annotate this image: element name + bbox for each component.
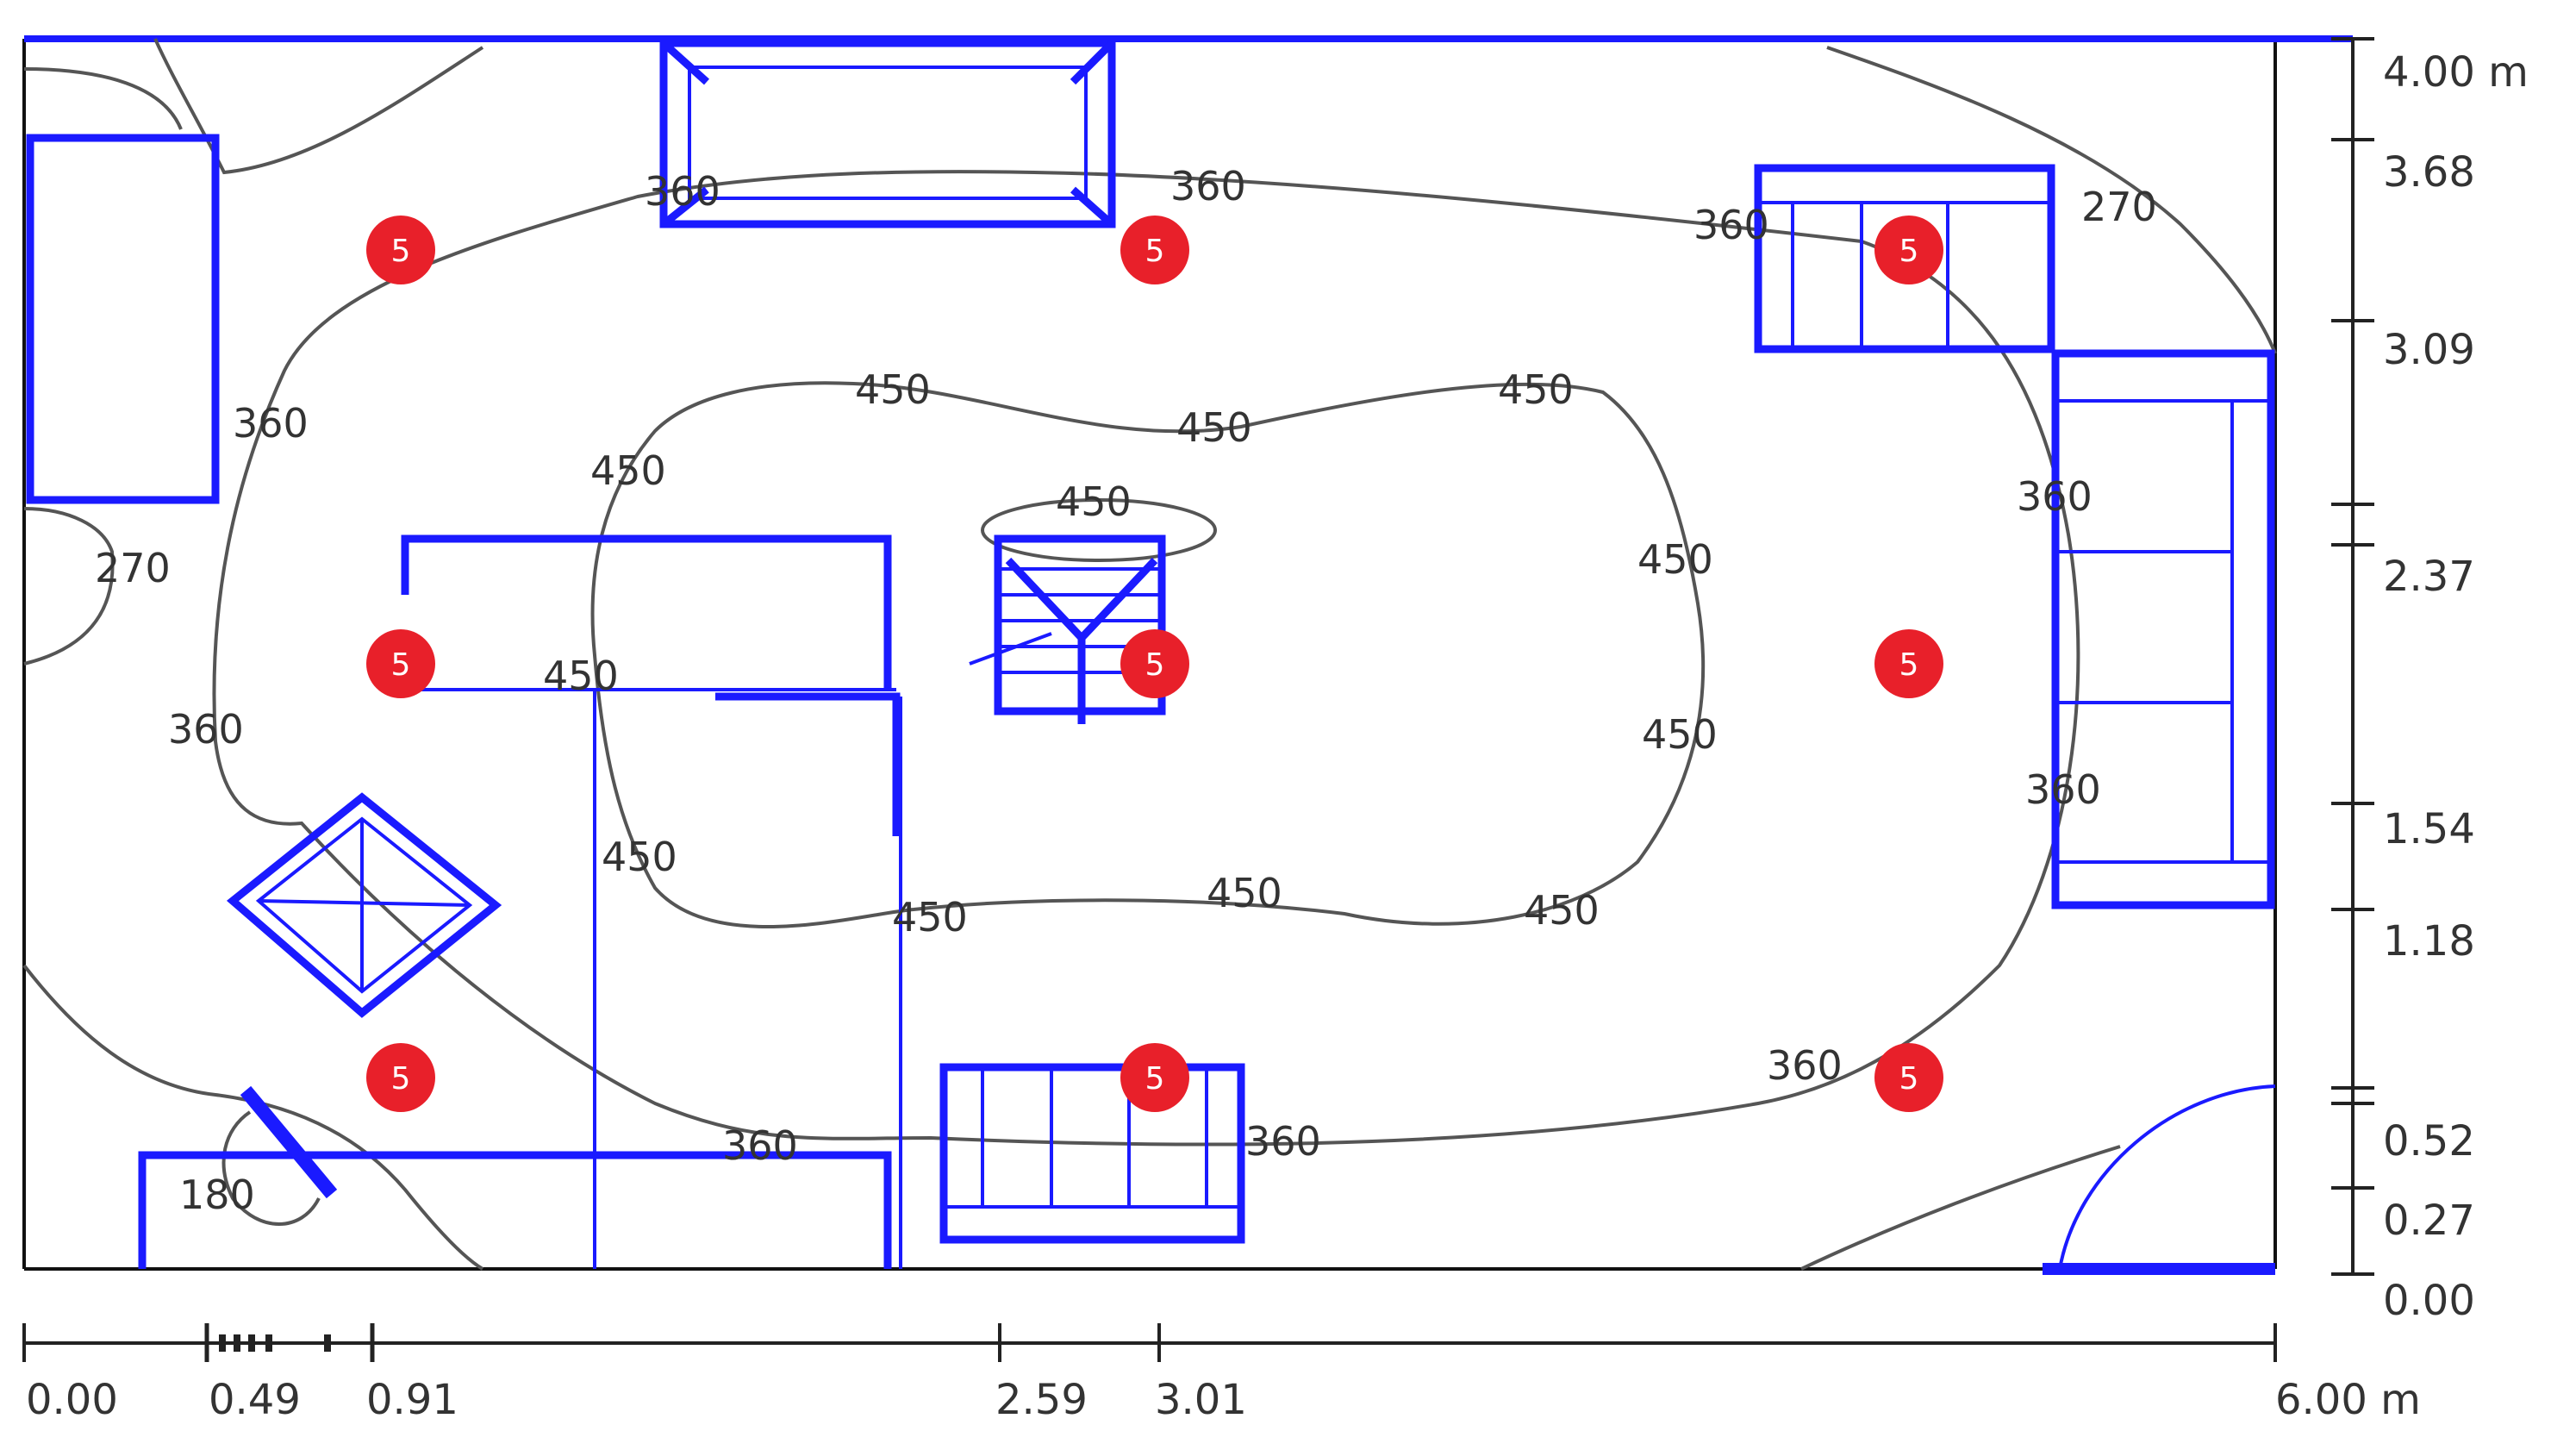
sofa-right [2051,349,2275,909]
iso-label: 360 [168,706,244,753]
center-table [969,534,1166,724]
door [2043,1084,2276,1275]
sideboard [659,39,1116,228]
scale-y-tick: 3.68 [2383,148,2475,197]
luminaire-marker-label: 5 [391,647,411,683]
scale-x-tick: 0.00 [26,1376,118,1424]
scale-x-tick: 3.01 [1155,1376,1247,1424]
iso-label: 360 [1245,1118,1321,1165]
sofa-top-right [1754,164,2055,353]
low-cabinet [138,1151,892,1269]
isoline-360-outer [212,170,2080,1147]
luminaire-marker-label: 5 [1899,647,1919,683]
iso-label: 360 [1767,1042,1843,1089]
iso-label: 180 [179,1172,255,1218]
isoline-180 [221,1110,321,1226]
iso-label: 360 [2025,766,2101,813]
isoline-270-left [23,507,115,666]
isoline-270-bottom-right [1800,1145,2121,1271]
luminaire-marker [366,1043,435,1112]
iso-label: 360 [722,1122,798,1169]
luminaire-marker-label: 5 [1145,647,1165,683]
iso-label: 450 [892,894,968,940]
room-walls [22,35,2353,1271]
iso-label: 450 [1056,478,1132,525]
scale-x-tick: 0.91 [366,1376,458,1424]
luminaires: 5 5 5 5 5 5 5 5 5 [366,216,1943,1112]
desk [401,534,902,1269]
diagonal-bench [240,1085,338,1199]
iso-label: 270 [2081,184,2157,230]
scale-x-tick: 2.59 [995,1376,1088,1424]
scale-y-tick: 1.54 [2383,805,2475,853]
iso-label: 360 [645,168,720,215]
luminaire-marker [1120,216,1189,284]
iso-label: 450 [1637,536,1713,583]
isolines [22,38,2277,1271]
scale-y-tick: 1.18 [2383,917,2475,965]
iso-label: 450 [590,447,666,494]
iso-label: 450 [855,366,931,413]
scale-y-tick: 0.52 [2383,1117,2475,1165]
isoline-450-ring [981,498,1217,562]
scale-y-tick: 3.09 [2383,326,2475,374]
isoline-270-top-left [23,38,484,175]
iso-label: 360 [1170,163,1246,209]
iso-label: 360 [233,400,309,447]
iso-label: 360 [1693,202,1769,248]
iso-label: 450 [602,834,677,880]
luminaire-marker-label: 5 [1145,1061,1165,1097]
luminaire-marker-label: 5 [1899,234,1919,269]
scale-y-tick: 4.00 m [2383,48,2529,97]
furniture [26,39,2276,1275]
luminaire-marker [366,216,435,284]
sofa-bottom [939,1063,1245,1244]
scale-x-tick: 6.00 m [2275,1376,2421,1424]
luminaire-marker [1874,629,1943,698]
iso-label: 450 [1176,404,1252,451]
scale-y-tick: 0.27 [2383,1197,2475,1245]
isoline-270-bottom-left [22,964,484,1271]
luminaire-marker-label: 5 [391,1061,411,1097]
isoline-450-inner [590,381,1706,928]
iso-label: 450 [1498,366,1574,413]
luminaire-marker [1874,216,1943,284]
luminaire-marker [1874,1043,1943,1112]
iso-label: 360 [2017,473,2093,520]
luminaire-marker-label: 5 [1899,1061,1919,1097]
iso-label: 270 [95,545,171,591]
luminaire-marker-label: 5 [391,234,411,269]
isoline-270-top-right [1826,46,2277,354]
iso-label: 450 [543,653,619,699]
wardrobe [26,134,220,504]
scale-x: 0.00 0.49 0.91 2.59 3.01 6.00 m [22,1323,2421,1424]
scale-y-tick: 2.37 [2383,553,2475,601]
iso-label: 450 [1524,887,1600,934]
armchair [226,792,502,1018]
iso-label: 450 [1642,711,1718,758]
scale-x-tick: 0.49 [209,1376,301,1424]
isoline-labels: 360 360 360 270 360 270 360 360 360 360 … [95,163,2157,1218]
luminaire-marker [1120,1043,1189,1112]
scale-y-tick: 0.00 [2383,1277,2475,1325]
luminaire-marker-label: 5 [1145,234,1165,269]
luminaire-marker [1120,629,1189,698]
luminaire-marker [366,629,435,698]
scale-y: 4.00 m 3.68 3.09 2.37 1.54 1.18 0.52 0.2… [2331,37,2529,1325]
iso-label: 450 [1207,870,1282,916]
